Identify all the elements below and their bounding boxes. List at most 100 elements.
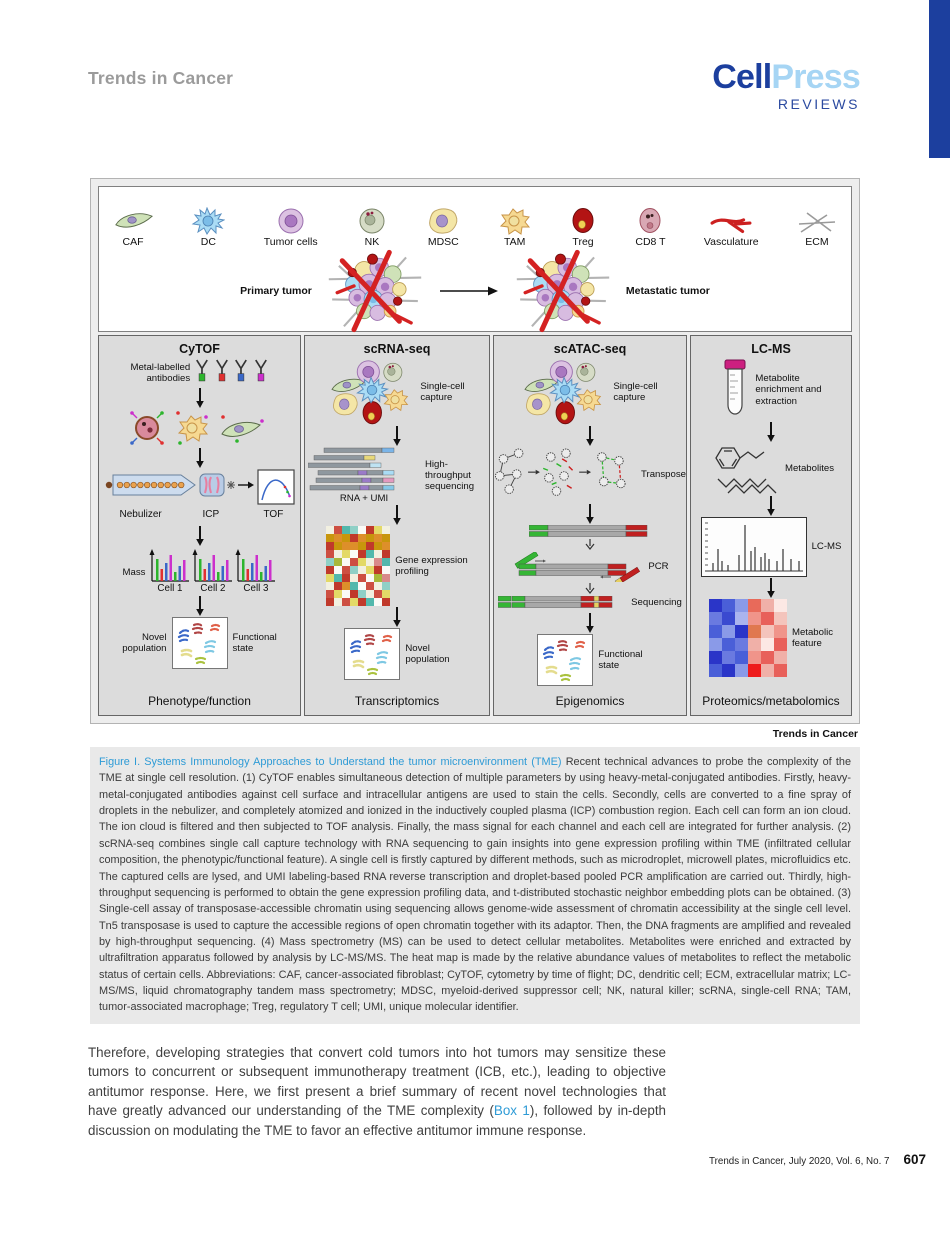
legend-item-nk: NK bbox=[356, 207, 388, 248]
body-text-post: ), followed by in-depth discussion on mo… bbox=[88, 1103, 666, 1138]
caf-icon bbox=[115, 213, 153, 228]
metastatic-tumor-illustration bbox=[514, 249, 612, 333]
down-arrow bbox=[766, 578, 776, 598]
logo-cell-text: Cell bbox=[712, 58, 772, 96]
reads-stack: RNA + UMI bbox=[308, 447, 420, 504]
figure-caption-body: Recent technical advances to probe the c… bbox=[99, 756, 851, 1014]
lcms-label: LC-MS bbox=[811, 541, 842, 553]
down-arrow bbox=[392, 607, 402, 628]
gene-expression-label: Gene expression profiling bbox=[395, 555, 468, 578]
gene-expression-heatmap bbox=[326, 526, 391, 607]
tsne-plot-icon bbox=[344, 628, 401, 681]
body-paragraph: Therefore, developing strategies that co… bbox=[88, 1043, 666, 1140]
down-arrow bbox=[194, 526, 205, 546]
nk-icon bbox=[359, 208, 385, 234]
tsne-plot-icon bbox=[171, 617, 228, 669]
legend-item-caf: CAF bbox=[113, 207, 153, 248]
metabolites-label: Metabolites bbox=[784, 463, 835, 475]
pcr-row: PCR bbox=[511, 552, 669, 582]
mass-cytometer-icon bbox=[105, 469, 295, 505]
down-arrow bbox=[766, 496, 776, 516]
treg-icon bbox=[572, 208, 594, 233]
spectrum-icon bbox=[235, 548, 277, 582]
metabolite-structures-icon bbox=[715, 447, 777, 494]
logo-press-text: Press bbox=[771, 58, 860, 96]
legend-item-ecm: ECM bbox=[797, 209, 837, 248]
down-arrow bbox=[194, 388, 205, 408]
cell2-spectrum: Cell 2 bbox=[192, 548, 234, 594]
cd8t-icon bbox=[639, 208, 661, 233]
cell1-spectrum: Cell 1 bbox=[149, 548, 191, 594]
panel-lcms: LC-MS Metabolite enrichment and extracti… bbox=[690, 335, 852, 716]
cellpress-wordmark: CellPress bbox=[712, 58, 861, 96]
stained-cells-illustration bbox=[129, 411, 264, 445]
gene-expression-row: Gene expression profiling bbox=[326, 526, 468, 607]
panel-title-scrna: scRNA-seq bbox=[363, 342, 431, 356]
legend-item-tumor-cells: Tumor cells bbox=[264, 207, 318, 248]
single-cell-capture-label: Single-cell capture bbox=[420, 380, 465, 403]
antibody-icons bbox=[195, 359, 268, 387]
metabolic-feature-label: Metabolic feature bbox=[791, 626, 834, 649]
mass-spectra-row: Mass Cell 1 Cell 2 Cell 3 bbox=[123, 548, 277, 594]
novel-population-label: Novel population bbox=[122, 631, 167, 654]
small-down-arrow bbox=[585, 583, 595, 594]
antibody-purple-icon bbox=[254, 359, 267, 382]
cell3-spectrum: Cell 3 bbox=[235, 548, 277, 594]
lcms-spectrum-row: LC-MS bbox=[700, 517, 842, 577]
journal-header: Trends in Cancer bbox=[88, 68, 234, 88]
single-cell-capture-row: Single-cell capture bbox=[329, 359, 465, 425]
tumor-progression-row: Primary tumor Metastatic tumor bbox=[109, 248, 841, 334]
down-arrow bbox=[585, 426, 595, 446]
panel-footer-cytof: Phenotype/function bbox=[148, 694, 251, 708]
functional-state-label: Functional state bbox=[232, 631, 277, 654]
transpose-row: Transpose bbox=[494, 447, 686, 503]
functional-state-label: Functional state bbox=[598, 648, 643, 671]
legend-item-mdsc: MDSC bbox=[426, 207, 460, 248]
metabolite-enrichment-label: Metabolite enrichment and extraction bbox=[755, 373, 822, 407]
legend-item-treg: Treg bbox=[569, 207, 597, 248]
metastatic-tumor-label: Metastatic tumor bbox=[625, 285, 710, 297]
down-arrow bbox=[194, 596, 205, 616]
single-cell-capture-label: Single-cell capture bbox=[613, 380, 658, 403]
method-panels: CyTOF Metal-labelled antibodies bbox=[98, 335, 852, 716]
tumor-cells-icon bbox=[278, 208, 304, 234]
primary-tumor-illustration bbox=[326, 249, 424, 333]
sequencing-reads-row: RNA + UMI High-throughput sequencing bbox=[308, 447, 486, 504]
down-arrow bbox=[194, 448, 205, 468]
legend-item-dc: DC bbox=[191, 207, 225, 248]
enrichment-row: Metabolite enrichment and extraction bbox=[720, 359, 822, 421]
metabolic-heatmap-row: Metabolic feature bbox=[708, 599, 834, 677]
figure-caption-title: Figure I. Systems Immunology Approaches … bbox=[99, 756, 562, 768]
primary-tumor-label: Primary tumor bbox=[240, 285, 312, 297]
reads-icon bbox=[308, 447, 395, 491]
page-number: 607 bbox=[903, 1152, 926, 1167]
small-down-arrow bbox=[585, 539, 595, 550]
figure-credit: Trends in Cancer bbox=[772, 728, 858, 740]
figure-box: CAF DC Tumor cells NK MDSC TAM Treg CD8 … bbox=[90, 178, 860, 724]
page-footer: Trends in Cancer, July 2020, Vol. 6, No.… bbox=[709, 1152, 926, 1167]
down-arrow bbox=[392, 505, 402, 526]
metabolites-row: Metabolites bbox=[708, 443, 834, 495]
body-text-pre: Therefore, developing strategies that co… bbox=[88, 1045, 666, 1119]
mass-axis-label: Mass bbox=[122, 566, 146, 578]
down-arrow bbox=[766, 422, 776, 442]
antibody-red-icon bbox=[215, 359, 228, 382]
legend-item-cd8t: CD8 T bbox=[635, 207, 666, 248]
sequencing-row: Sequencing bbox=[498, 596, 682, 609]
figure-caption: Figure I. Systems Immunology Approaches … bbox=[90, 747, 860, 1024]
panel-title-cytof: CyTOF bbox=[179, 342, 220, 356]
panel-footer-scrna: Transcriptomics bbox=[354, 694, 440, 708]
right-arrow-icon bbox=[439, 286, 498, 296]
sequencing-label: Sequencing bbox=[631, 596, 682, 608]
vasculature-icon bbox=[710, 218, 752, 234]
tof-label: TOF bbox=[263, 509, 284, 520]
panel-footer-scatac: Epigenomics bbox=[555, 694, 625, 708]
spectrum-icon bbox=[149, 548, 191, 582]
antibody-blue-icon bbox=[235, 359, 248, 382]
cell-cluster-icon bbox=[522, 359, 608, 425]
metal-antibodies-label: Metal-labelled antibodies bbox=[130, 361, 191, 384]
novel-population-label: Novel population bbox=[405, 643, 450, 666]
box1-link[interactable]: Box 1 bbox=[493, 1103, 530, 1119]
single-cell-capture-row: Single-cell capture bbox=[522, 359, 658, 425]
